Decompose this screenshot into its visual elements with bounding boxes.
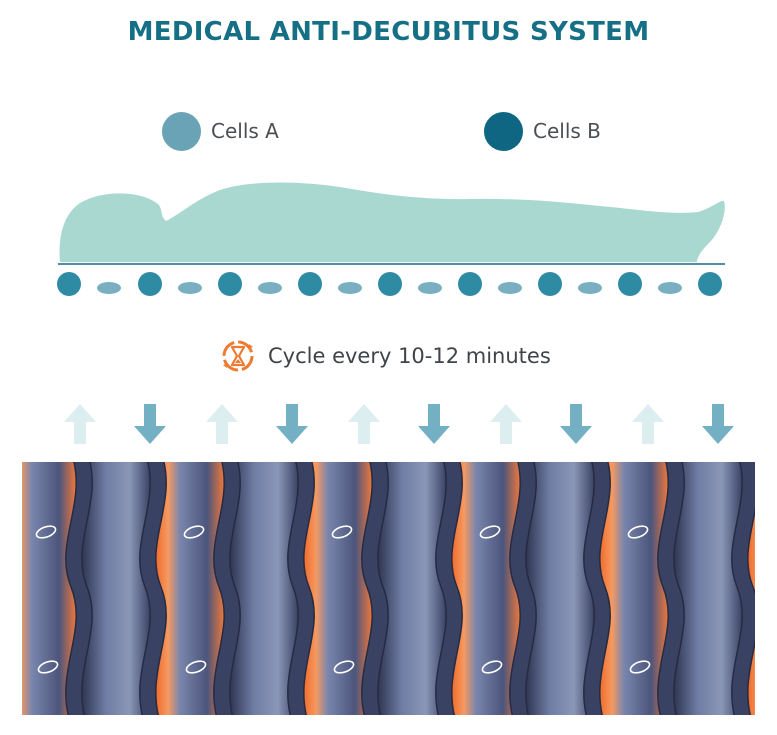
cycle-hourglass-icon — [222, 340, 254, 372]
cells-b-legend-label: Cells B — [533, 119, 601, 143]
air-valve-icon — [479, 525, 501, 539]
cell-deflated — [338, 282, 362, 294]
cell-inflated — [57, 272, 81, 296]
cells-a-legend-label: Cells A — [211, 119, 279, 143]
air-valve-icon — [37, 660, 59, 674]
cell-inflated — [618, 272, 642, 296]
cells-a-legend-dot — [162, 111, 201, 151]
mattress-tubes — [22, 462, 755, 715]
cell-inflated — [538, 272, 562, 296]
arrow-down-icon — [702, 404, 734, 444]
air-valve-icon — [185, 660, 207, 674]
arrow-down-icon — [560, 404, 592, 444]
legend-item-cells-a: Cells A — [162, 111, 279, 151]
patient-body-silhouette — [59, 182, 725, 262]
cell-deflated — [418, 282, 442, 294]
air-cell-a — [747, 462, 755, 715]
cycle-label: Cycle every 10-12 minutes — [268, 344, 551, 368]
page-title: MEDICAL ANTI-DECUBITUS SYSTEM — [127, 17, 650, 47]
cycle-info: Cycle every 10-12 minutes — [218, 336, 551, 376]
cell-deflated — [658, 282, 682, 294]
pressure-arrows-row — [64, 404, 734, 444]
cell-deflated — [258, 282, 282, 294]
cell-inflated — [138, 272, 162, 296]
air-valve-icon — [627, 525, 649, 539]
arrow-up-icon — [206, 404, 238, 444]
cell-inflated — [298, 272, 322, 296]
cells-row — [57, 272, 722, 296]
cell-deflated — [578, 282, 602, 294]
air-valve-icon — [35, 525, 57, 539]
air-cell-b — [229, 462, 299, 715]
air-cell-a — [155, 462, 225, 715]
arrow-up-icon — [348, 404, 380, 444]
air-cell-a — [22, 462, 77, 715]
cell-inflated — [378, 272, 402, 296]
cell-deflated — [97, 282, 121, 294]
cells-b-legend-dot — [484, 111, 523, 151]
air-cell-b — [525, 462, 595, 715]
air-cell-b — [377, 462, 447, 715]
patient-body-diagram — [57, 182, 725, 296]
air-valve-icon — [331, 525, 353, 539]
arrow-down-icon — [134, 404, 166, 444]
air-cell-b — [673, 462, 743, 715]
air-cell-a — [303, 462, 373, 715]
legend-item-cells-b: Cells B — [484, 111, 601, 151]
cell-inflated — [458, 272, 482, 296]
cell-inflated — [218, 272, 242, 296]
cell-deflated — [178, 282, 202, 294]
arrow-down-icon — [276, 404, 308, 444]
cell-deflated — [498, 282, 522, 294]
air-valve-icon — [629, 660, 651, 674]
air-cell-a — [451, 462, 521, 715]
air-valve-icon — [183, 525, 205, 539]
arrow-up-icon — [632, 404, 664, 444]
air-valve-icon — [481, 660, 503, 674]
air-mattress-illustration — [22, 462, 755, 715]
air-cell-a — [599, 462, 669, 715]
arrow-down-icon — [418, 404, 450, 444]
cell-inflated — [698, 272, 722, 296]
arrow-up-icon — [490, 404, 522, 444]
air-cell-b — [81, 462, 151, 715]
arrow-up-icon — [64, 404, 96, 444]
air-valve-icon — [333, 660, 355, 674]
